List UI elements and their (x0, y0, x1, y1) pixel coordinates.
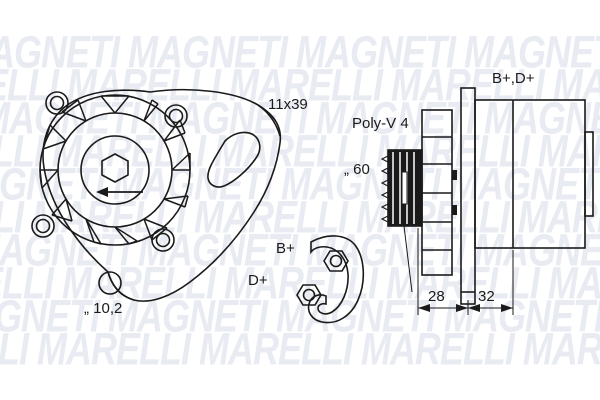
fan-hub-ring (80, 135, 150, 205)
hex-shaft-nut (101, 153, 129, 183)
front-view (31, 88, 282, 302)
side-view (380, 87, 594, 305)
bolt-hole (49, 95, 65, 111)
flange-plate (460, 87, 476, 305)
bolt-hole (31, 214, 55, 238)
fan-outer-ring (39, 94, 191, 246)
bolt-hole (168, 108, 184, 124)
fan-mid-ring (57, 112, 173, 228)
stator-body (474, 99, 594, 249)
label-terminal-b: B+ (276, 240, 295, 257)
bolt-holes (31, 91, 188, 252)
housing-outline (42, 88, 282, 302)
label-pulley-bolt: 11x39 (268, 96, 308, 113)
bolt-hole (35, 218, 51, 234)
label-dim-28: 28 (428, 288, 445, 305)
terminal-nut-lower (296, 284, 322, 306)
poly-v-pulley (380, 149, 423, 227)
bolt-hole (45, 91, 69, 115)
mount-hole (98, 271, 122, 295)
label-pulley-diameter: „ 60 (344, 161, 370, 178)
rotation-arrow-icon (96, 187, 143, 197)
terminal-bracket-detail (296, 235, 365, 324)
terminal-nut-upper (323, 250, 349, 272)
adjustment-slot (207, 131, 261, 188)
bracket-body (307, 235, 365, 324)
label-mount-hole-diameter: „ 10,2 (84, 300, 123, 317)
housing-bottom-tab (107, 271, 135, 301)
housing-arm (257, 104, 281, 137)
bolt-hole (151, 228, 175, 252)
label-terminals-top: B+,D+ (492, 70, 535, 87)
label-dim-32: 32 (478, 288, 495, 305)
label-terminal-d: D+ (248, 272, 268, 289)
bolt-hole (155, 232, 171, 248)
dimension-line-group (417, 228, 514, 315)
label-belt-type: Poly-V 4 (352, 115, 409, 132)
drive-end-plate (421, 109, 457, 276)
pulley-leader-line (403, 225, 413, 293)
fan-blades (39, 95, 191, 245)
bolt-hole (164, 104, 188, 128)
